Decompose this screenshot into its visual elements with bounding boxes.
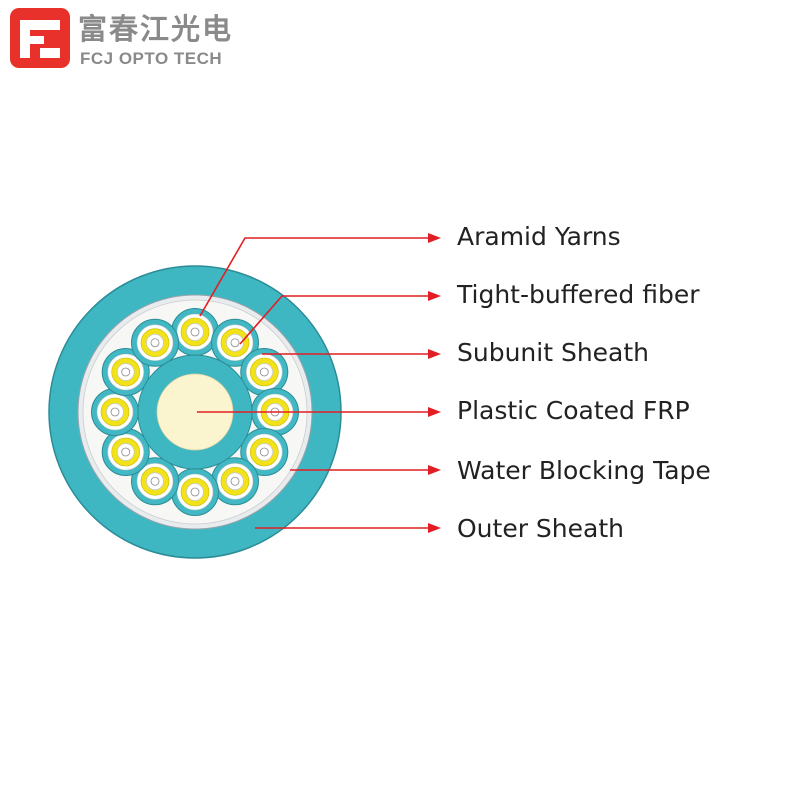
arrowhead-icon: [428, 407, 441, 417]
brand-name-chinese: 富春江光电: [78, 12, 234, 46]
fiber-core: [259, 447, 269, 457]
fiber-core: [259, 367, 269, 377]
fiber-core: [121, 447, 131, 457]
arrowhead-icon: [428, 523, 441, 533]
label-plastic-coated-frp: Plastic Coated FRP: [457, 396, 690, 425]
subunit: [171, 468, 219, 516]
fiber-core: [110, 407, 120, 417]
fiber-core: [190, 327, 200, 337]
label-subunit-sheath: Subunit Sheath: [457, 338, 650, 367]
subunit: [171, 308, 219, 356]
leader-line: [199, 237, 428, 317]
brand-logo: 富春江光电 FCJ OPTO TECH: [10, 8, 250, 68]
leader-outer-sheath: [255, 523, 441, 533]
subunit: [131, 318, 179, 367]
label-outer-sheath: Outer Sheath: [457, 514, 624, 543]
cable-layers: [48, 265, 342, 559]
label-tight-buffered-fiber: Tight-buffered fiber: [457, 280, 700, 309]
arrowhead-icon: [428, 233, 441, 243]
leader-tight-buffered-fiber: [239, 291, 441, 345]
subunit: [211, 318, 259, 367]
leader-aramid-yarns: [199, 233, 441, 317]
subunit: [91, 388, 139, 436]
subunit: [240, 348, 289, 396]
fiber-core: [230, 476, 240, 486]
fiber-core: [150, 338, 160, 348]
fiber-core: [150, 476, 160, 486]
fiber-core: [190, 487, 200, 497]
label-aramid-yarns: Aramid Yarns: [457, 222, 621, 251]
label-water-blocking-tape: Water Blocking Tape: [457, 456, 711, 485]
subunit: [211, 457, 259, 506]
leader-lines: [197, 233, 441, 533]
brand-name-english: FCJ OPTO TECH: [80, 49, 223, 68]
arrowhead-icon: [428, 291, 441, 301]
leader-water-blocking-tape: [290, 465, 441, 475]
subunit: [240, 428, 289, 476]
subunit: [101, 428, 150, 476]
arrowhead-icon: [428, 465, 441, 475]
fcj-logo-icon: [10, 8, 70, 68]
leader-line: [239, 295, 428, 345]
fiber-core: [230, 338, 240, 348]
arrowhead-icon: [428, 349, 441, 359]
subunit: [101, 348, 150, 396]
subunit: [131, 457, 179, 506]
fiber-core: [121, 367, 131, 377]
leader-plastic-coated-frp: [197, 407, 441, 417]
leader-subunit-sheath: [262, 349, 441, 359]
